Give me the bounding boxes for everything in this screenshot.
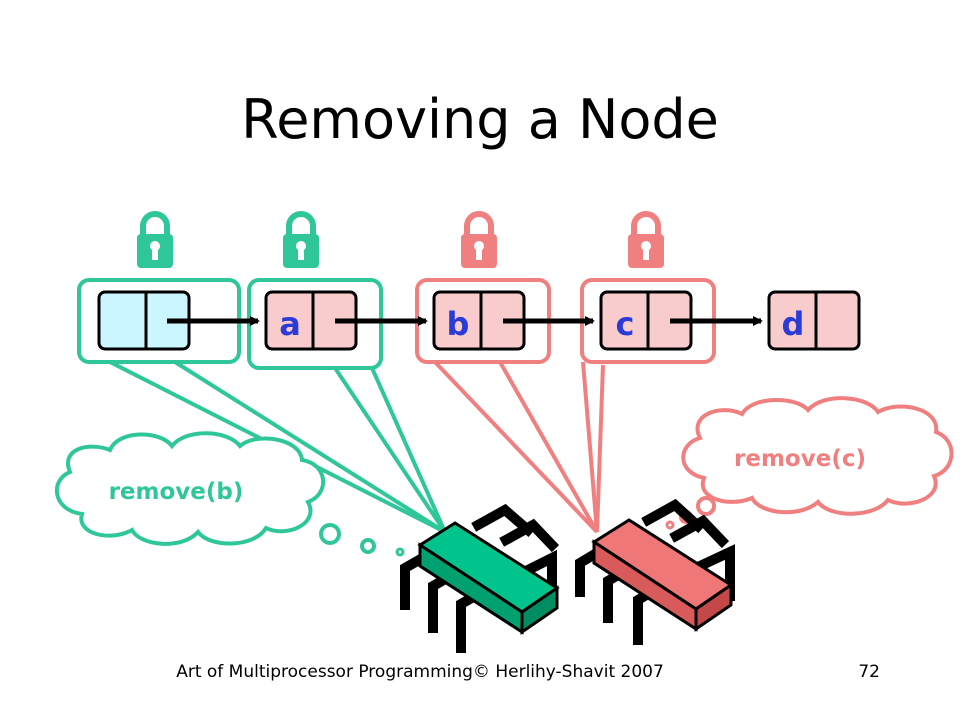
held-frame-a: [247, 278, 383, 370]
lock-icon: [137, 214, 173, 268]
slide-title: Removing a Node: [241, 88, 719, 151]
thought-cloud-right: remove(c): [665, 396, 954, 530]
thought-text-right: remove(c): [734, 446, 866, 472]
node-label: b: [447, 305, 470, 343]
node-label: c: [616, 305, 635, 343]
node-a: a: [264, 290, 358, 351]
lock-icon: [283, 214, 319, 268]
page-number: 72: [858, 662, 880, 682]
footer-copyright: Art of Multiprocessor Programming© Herli…: [176, 662, 664, 682]
red-thread-wires: [433, 360, 605, 534]
node-label: d: [782, 305, 805, 343]
processor-chip-red: [575, 498, 735, 645]
node-label: a: [279, 305, 301, 343]
thought-text-left: remove(b): [109, 479, 244, 505]
thought-cloud-left: remove(b): [54, 431, 405, 557]
lock-icon: [628, 214, 664, 268]
node-d: d: [767, 290, 861, 351]
lock-icon: [461, 214, 497, 268]
node-c: c: [599, 290, 693, 351]
processor-chip-green: [400, 503, 560, 653]
